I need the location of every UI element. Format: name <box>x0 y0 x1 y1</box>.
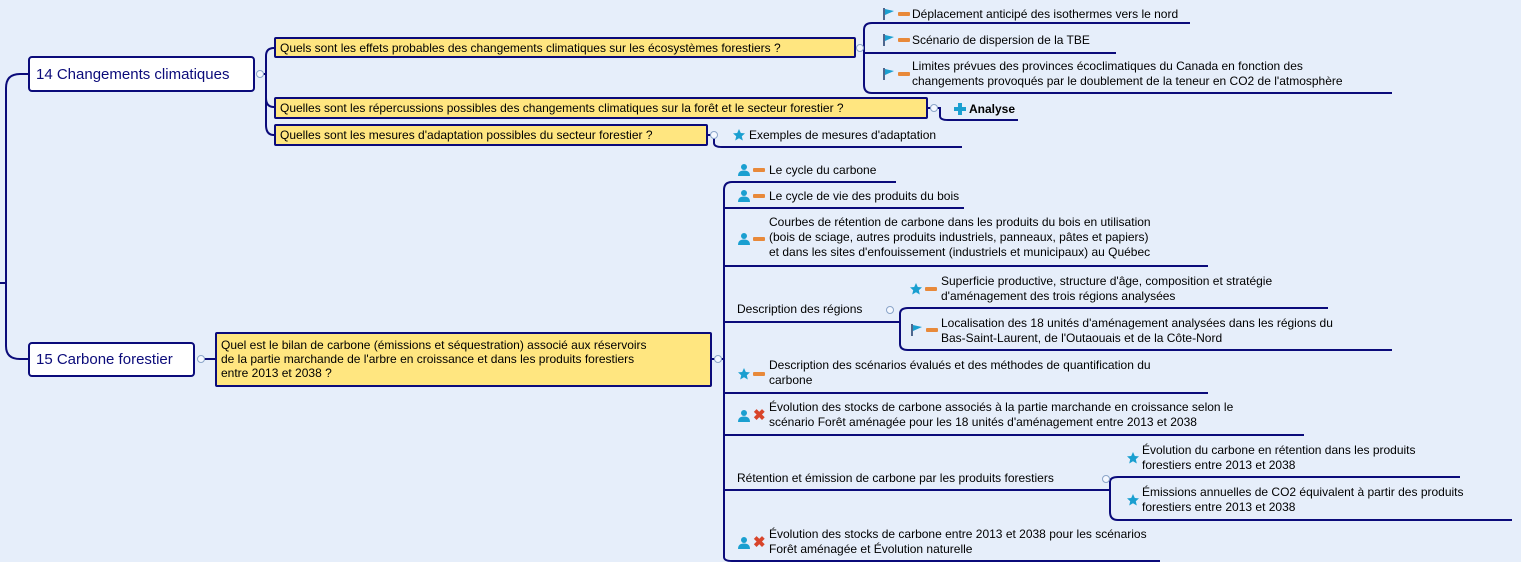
leaf-icons <box>882 7 910 21</box>
priority-dash-icon <box>925 287 937 291</box>
leaf-icons: ✖ <box>737 407 766 424</box>
person-icon <box>738 537 750 549</box>
question-mesures-adaptation[interactable]: Quelles sont les mesures d'adaptation po… <box>274 124 708 146</box>
leaf-icons <box>909 282 937 296</box>
question-bilan-carbone[interactable]: Quel est le bilan de carbone (émissions … <box>215 332 712 387</box>
leaf-limites-provinces[interactable]: Limites prévues des provinces écoclimati… <box>912 59 1343 88</box>
star-icon <box>1127 494 1139 506</box>
star-icon <box>733 129 745 141</box>
leaf-cycle-carbone[interactable]: Le cycle du carbone <box>769 163 877 177</box>
leaf-exemples-mesures[interactable]: Exemples de mesures d'adaptation <box>749 128 937 142</box>
leaf-emissions-annuelles[interactable]: Émissions annuelles de CO2 équivalent à … <box>1142 485 1464 514</box>
cross-icon: ✖ <box>753 534 766 551</box>
leaf-analyse[interactable]: Analyse <box>969 102 1016 116</box>
leaf-icons: ✖ <box>737 534 766 551</box>
collapse-toggle[interactable] <box>197 355 205 363</box>
leaf-evolution-stocks-partie-marchande[interactable]: Évolution des stocks de carbone associés… <box>769 400 1234 429</box>
cross-icon: ✖ <box>753 407 766 424</box>
flag-icon <box>883 68 894 80</box>
leaf-icons <box>1126 451 1140 465</box>
flag-icon <box>883 8 894 20</box>
leaf-icons <box>910 323 938 337</box>
leaf-icons <box>1126 493 1140 507</box>
leaf-isothermes[interactable]: Déplacement anticipé des isothermes vers… <box>912 7 1179 21</box>
leaf-scenario-tbe[interactable]: Scénario de dispersion de la TBE <box>912 33 1090 47</box>
leaf-evolution-carbone-retention[interactable]: Évolution du carbone en rétention dans l… <box>1142 443 1416 472</box>
collapse-toggle[interactable] <box>930 104 938 112</box>
person-icon <box>738 190 750 202</box>
topic-label: 14 Changements climatiques <box>36 65 230 83</box>
collapse-toggle[interactable] <box>856 44 864 52</box>
leaf-description-scenarios[interactable]: Description des scénarios évalués et des… <box>769 358 1151 387</box>
leaf-icons <box>953 102 967 116</box>
plus-icon <box>954 103 966 115</box>
person-icon <box>738 410 750 422</box>
leaf-courbes-retention[interactable]: Courbes de rétention de carbone dans les… <box>769 215 1151 259</box>
priority-dash-icon <box>753 372 765 376</box>
flag-icon <box>883 34 894 46</box>
leaf-localisation-unites[interactable]: Localisation des 18 unités d'aménagement… <box>941 316 1333 345</box>
leaf-icons <box>737 367 765 381</box>
leaf-icons <box>737 189 765 203</box>
priority-dash-icon <box>753 237 765 241</box>
leaf-icons <box>732 128 746 142</box>
priority-dash-icon <box>753 168 765 172</box>
leaf-icons <box>737 232 765 246</box>
collapse-toggle[interactable] <box>714 355 722 363</box>
priority-dash-icon <box>898 72 910 76</box>
collapse-toggle[interactable] <box>1102 475 1110 483</box>
leaf-description-regions[interactable]: Description des régions <box>737 302 863 316</box>
priority-dash-icon <box>898 12 910 16</box>
person-icon <box>738 164 750 176</box>
question-effets-probables[interactable]: Quels sont les effets probables des chan… <box>274 37 856 58</box>
leaf-evolution-stocks-scenarios[interactable]: Évolution des stocks de carbone entre 20… <box>769 527 1147 556</box>
leaf-icons <box>882 67 910 81</box>
topic-carbone-forestier[interactable]: 15 Carbone forestier <box>28 342 195 377</box>
leaf-retention-emission[interactable]: Rétention et émission de carbone par les… <box>737 471 1054 485</box>
priority-dash-icon <box>926 328 938 332</box>
star-icon <box>738 368 750 380</box>
star-icon <box>1127 452 1139 464</box>
collapse-toggle[interactable] <box>710 131 718 139</box>
leaf-icons <box>882 33 910 47</box>
leaf-superficie-productive[interactable]: Superficie productive, structure d'âge, … <box>941 274 1273 303</box>
topic-label: 15 Carbone forestier <box>36 351 173 368</box>
star-icon <box>910 283 922 295</box>
leaf-cycle-vie-produits[interactable]: Le cycle de vie des produits du bois <box>769 189 960 203</box>
person-icon <box>738 233 750 245</box>
topic-changements-climatiques[interactable]: 14 Changements climatiques <box>28 56 255 92</box>
flag-icon <box>911 324 922 336</box>
priority-dash-icon <box>753 194 765 198</box>
collapse-toggle[interactable] <box>886 306 894 314</box>
priority-dash-icon <box>898 38 910 42</box>
collapse-toggle[interactable] <box>256 70 264 78</box>
question-repercussions[interactable]: Quelles sont les répercussions possibles… <box>274 97 928 119</box>
leaf-icons <box>737 163 765 177</box>
